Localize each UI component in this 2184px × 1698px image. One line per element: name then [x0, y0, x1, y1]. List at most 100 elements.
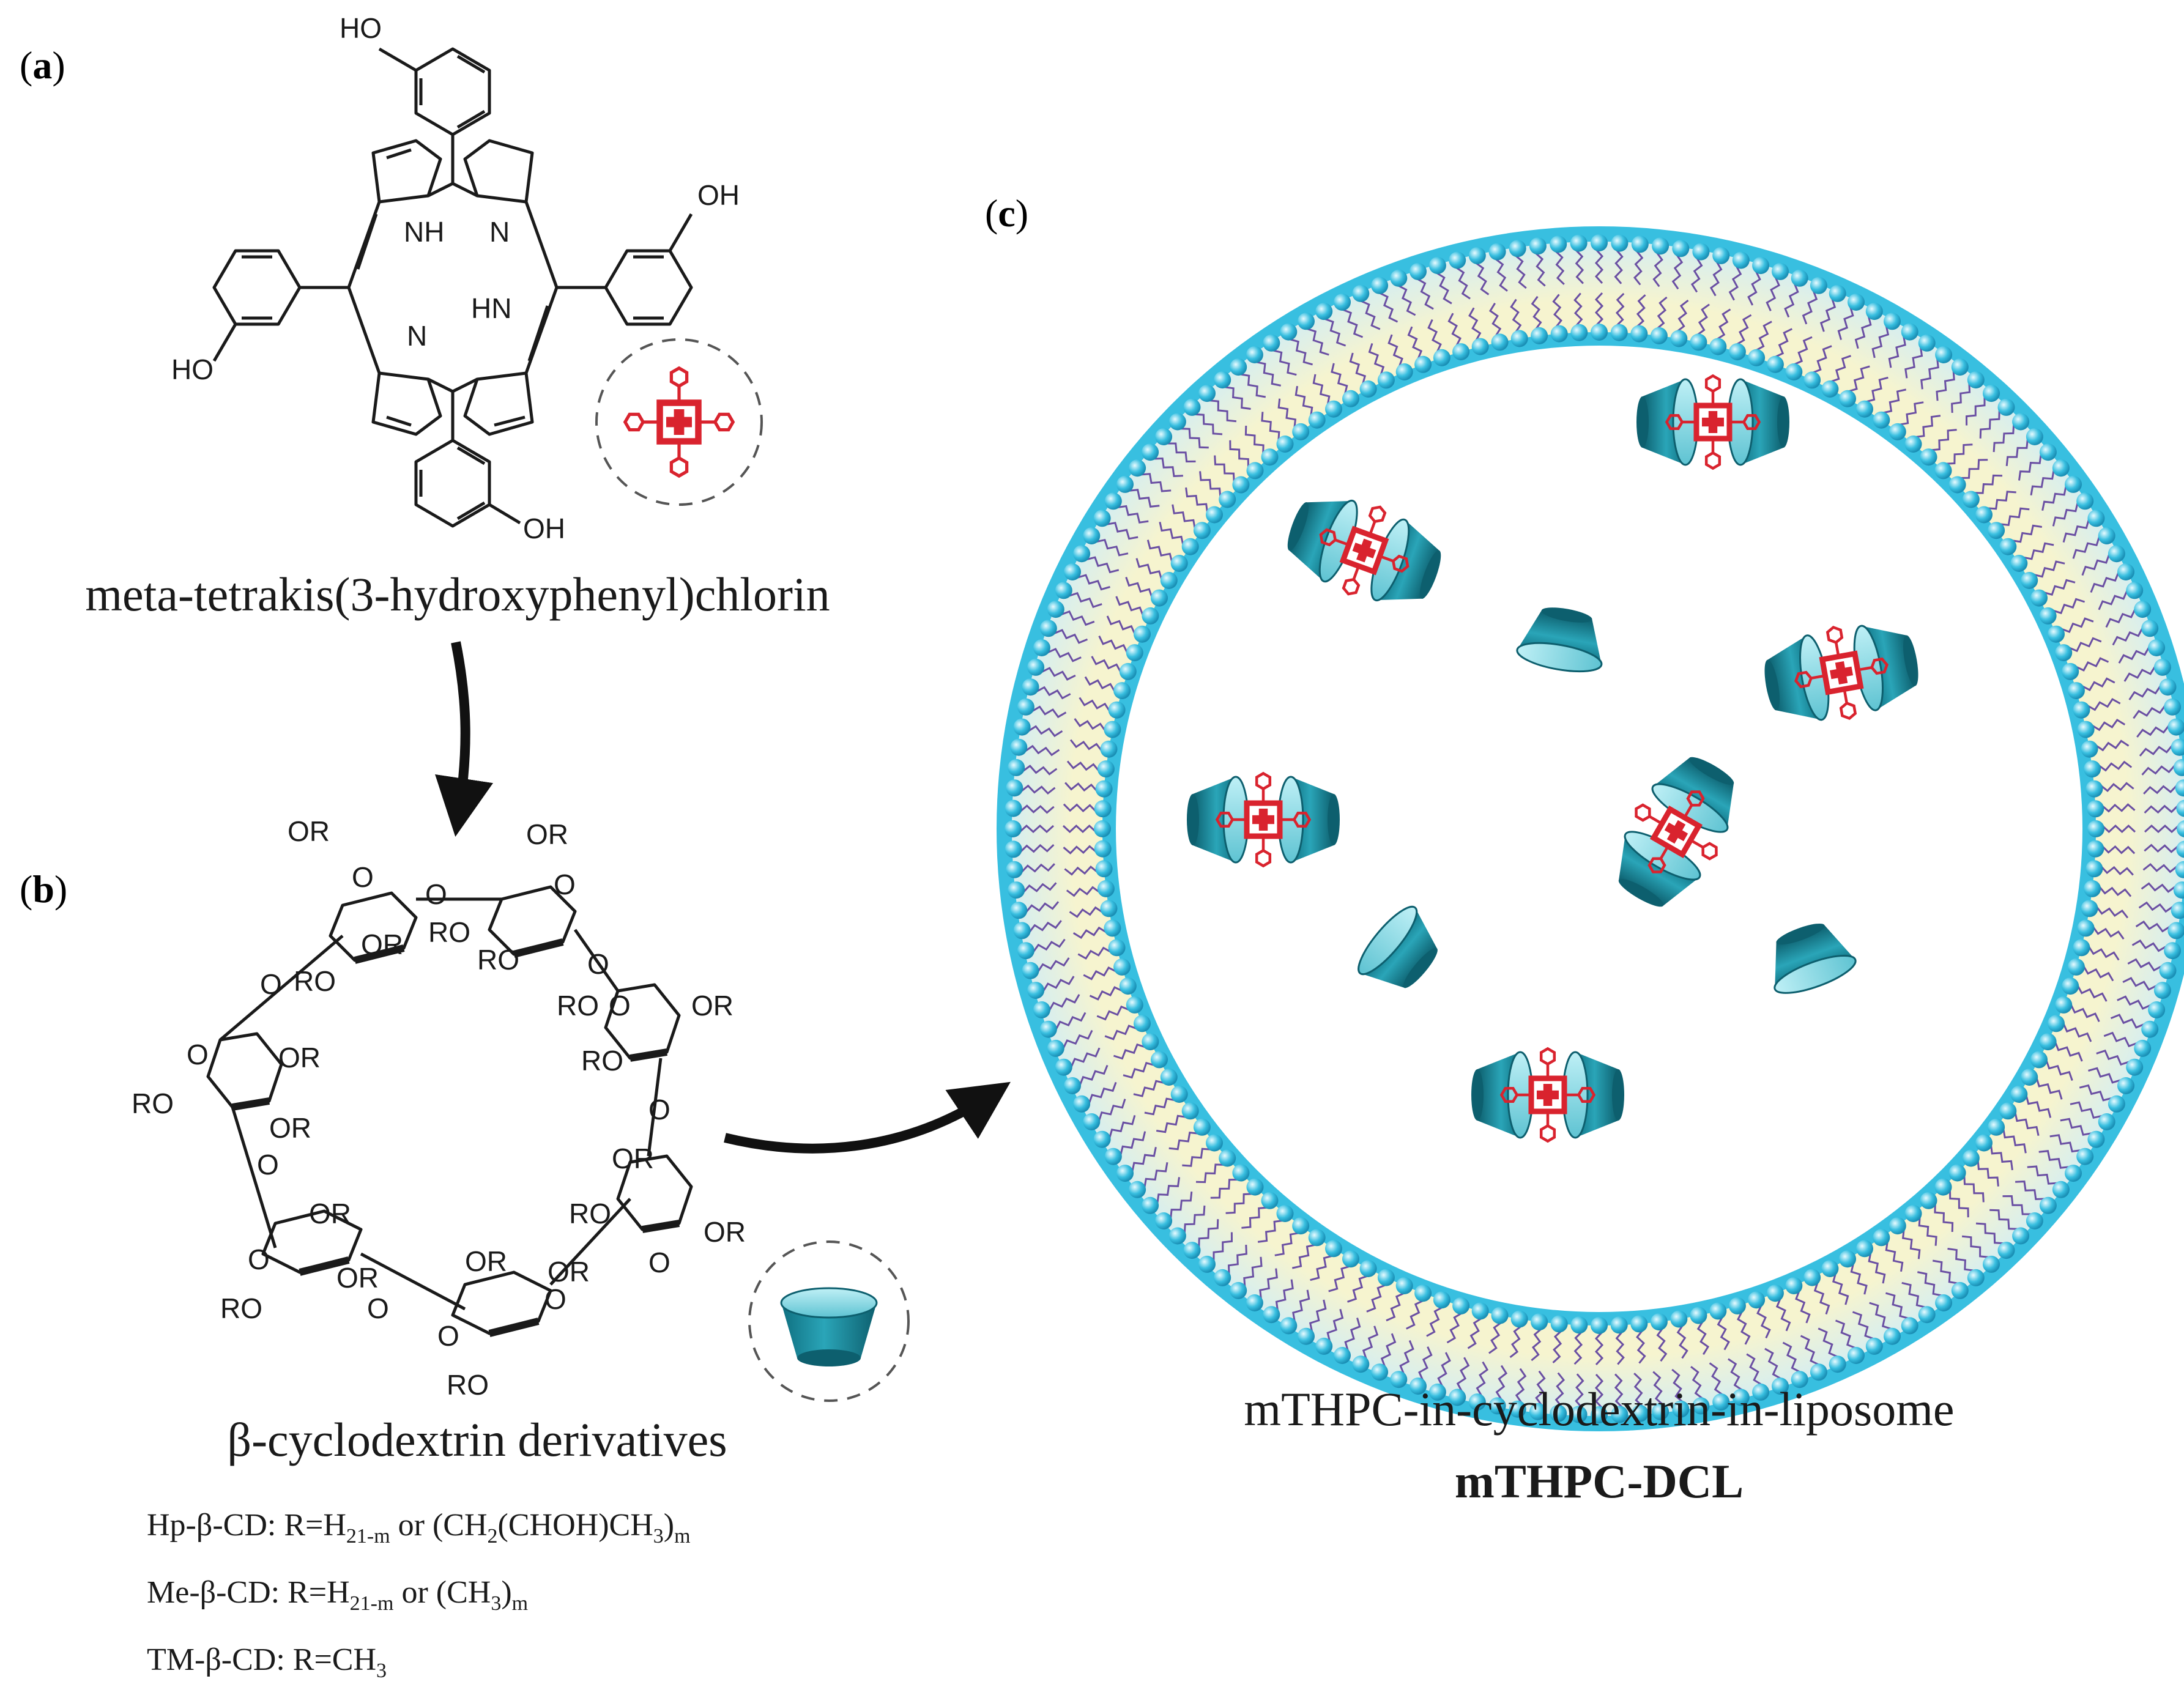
- lipid-head: [1292, 1217, 1310, 1235]
- lipid-head: [1999, 538, 2017, 555]
- lipid-head: [1410, 262, 1427, 280]
- lipid-head: [1591, 1317, 1608, 1334]
- svg-text:O: O: [367, 1292, 389, 1324]
- lipid-head: [2175, 779, 2184, 797]
- lipid-head: [1748, 349, 1766, 366]
- lipid-head: [1962, 491, 1980, 508]
- formula-hp-beta-cd: Hp-β-CD: R=H21-m or (CH2(CHOH)CH3)m: [147, 1508, 691, 1548]
- lipid-head: [2026, 1212, 2043, 1229]
- lipid-head: [1064, 1077, 1081, 1094]
- svg-text:O: O: [352, 861, 374, 893]
- lipid-head: [1206, 506, 1223, 524]
- svg-text:RO: RO: [132, 1088, 174, 1119]
- lipid-head: [1934, 1178, 1952, 1196]
- lipid-head: [1371, 276, 1389, 294]
- lipid-head: [2177, 820, 2184, 837]
- lipid-head: [1315, 303, 1333, 321]
- lipid-head: [1904, 1205, 1922, 1222]
- lipid-head: [1988, 522, 2005, 539]
- lipid-head: [1308, 411, 1326, 429]
- lipid-head: [1116, 475, 1134, 493]
- lipid-head: [1094, 840, 1112, 858]
- svg-text:O: O: [187, 1039, 209, 1070]
- svg-text:O: O: [425, 878, 447, 910]
- lipid-head: [2073, 701, 2090, 719]
- lipid-head: [1232, 1164, 1250, 1182]
- lipid-head: [2010, 555, 2028, 572]
- lipid-head: [1108, 939, 1126, 957]
- lipid-head: [1999, 1102, 2017, 1120]
- lipid-head: [1948, 1164, 1966, 1182]
- lipid-head: [1006, 861, 1023, 878]
- lipid-head: [1116, 1165, 1134, 1182]
- lipid-head: [2167, 718, 2184, 736]
- lipid-head: [1803, 1269, 1821, 1286]
- lipid-head: [2108, 545, 2125, 563]
- lipid-head: [1005, 840, 1022, 858]
- lipid-head: [1390, 1371, 1408, 1388]
- lipid-head: [1083, 527, 1101, 544]
- lipid-head: [1193, 522, 1211, 539]
- svg-text:OH: OH: [697, 179, 740, 211]
- lipid-head: [1325, 1240, 1342, 1258]
- lipid-head: [1027, 982, 1045, 999]
- lipid-head: [2134, 1039, 2152, 1057]
- lipid-head: [2030, 1051, 2048, 1069]
- lipid-head: [1100, 740, 1118, 758]
- lipid-head: [1280, 1317, 1298, 1335]
- lipid-head: [1047, 1039, 1064, 1057]
- svg-text:RO: RO: [581, 1045, 623, 1077]
- svg-text:HN: HN: [471, 292, 511, 324]
- lipid-head: [1865, 303, 1883, 321]
- lipid-head: [1276, 1205, 1294, 1222]
- lipid-head: [1008, 758, 1025, 776]
- lipid-head: [1155, 1212, 1173, 1229]
- lipid-head: [1342, 1250, 1359, 1268]
- lipid-head: [1352, 284, 1370, 302]
- lipid-head: [1962, 1149, 1980, 1167]
- lipid-head: [1263, 1306, 1280, 1324]
- lipid-head: [2126, 1058, 2144, 1076]
- lipid-head: [2026, 428, 2043, 445]
- lipid-head: [1414, 355, 1432, 373]
- lipid-head: [1670, 1310, 1688, 1328]
- lipid-head: [1709, 1302, 1727, 1320]
- lipid-head: [1449, 251, 1466, 269]
- lipid-head: [1772, 262, 1789, 280]
- lipid-head: [1873, 1229, 1890, 1247]
- formula-me-beta-cd: Me-β-CD: R=H21-m or (CH3)m: [147, 1575, 528, 1615]
- lipid-head: [1550, 1404, 1567, 1422]
- lipid-head: [1452, 1297, 1470, 1314]
- lipid-head: [1488, 243, 1506, 261]
- lipid-head: [1151, 589, 1168, 607]
- panel-b-caption: β-cyclodextrin derivatives: [227, 1413, 727, 1466]
- lipid-head: [1471, 338, 1489, 355]
- lipid-head: [1104, 919, 1121, 937]
- lipid-head: [1039, 1020, 1057, 1038]
- lipid-head: [1064, 563, 1081, 580]
- lipid-head: [1008, 881, 1025, 899]
- lipid-head: [1934, 462, 1952, 480]
- lipid-head: [1017, 698, 1034, 716]
- lipid-head: [1292, 423, 1310, 440]
- lipid-head: [1610, 324, 1628, 341]
- lipid-head: [1766, 1285, 1784, 1302]
- lipid-head: [1170, 555, 1188, 572]
- lipid-head: [1129, 459, 1146, 477]
- lipid-head: [1672, 240, 1690, 258]
- lipid-head: [1276, 436, 1294, 453]
- lipid-head: [1650, 1313, 1668, 1331]
- liposome-icon: [997, 226, 2184, 1431]
- lipid-head: [1690, 333, 1707, 351]
- lipid-head: [1119, 662, 1137, 680]
- lipid-head: [1692, 1397, 1710, 1415]
- lipid-head: [1766, 355, 1784, 373]
- lipid-head: [2048, 1015, 2065, 1033]
- lipid-head: [2087, 820, 2104, 837]
- lipid-head: [2039, 607, 2057, 625]
- lipid-head: [2117, 563, 2134, 580]
- lipid-head: [1550, 1315, 1568, 1333]
- svg-text:RO: RO: [557, 990, 599, 1021]
- lipid-head: [2175, 861, 2184, 878]
- lipid-head: [1097, 760, 1115, 778]
